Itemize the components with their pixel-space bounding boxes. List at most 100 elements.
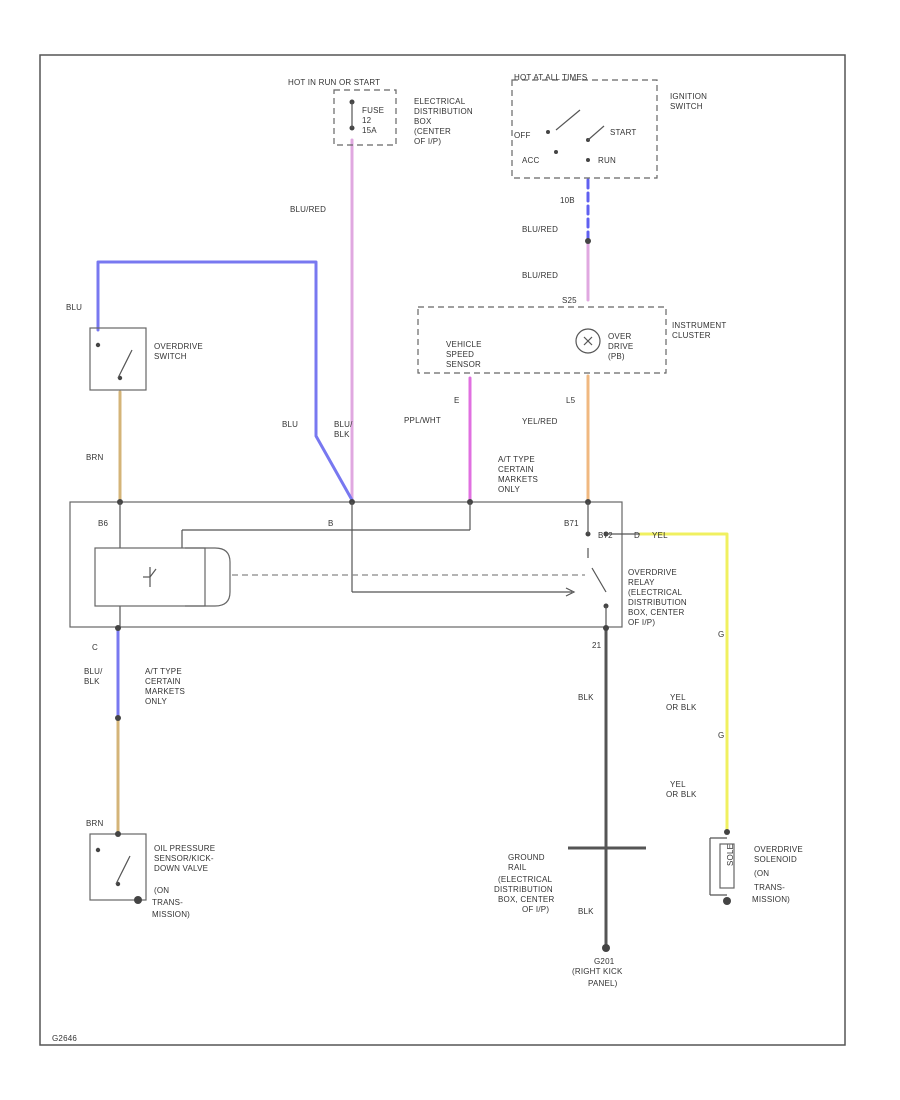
pin-c: C (92, 643, 98, 652)
wire-label-yel-1: YEL (652, 531, 668, 540)
diagram-label: CLUSTER (672, 331, 711, 340)
ground-rail: GROUND RAIL (ELECTRICAL DISTRIBUTION BOX… (494, 846, 646, 988)
market-note-upper: A/T TYPE CERTAIN MARKETS ONLY (498, 455, 538, 494)
wire-label-ppl-wht: PPL/WHT (404, 416, 441, 425)
diagram-label: OVERDRIVE (754, 845, 803, 854)
diagram-label: MARKETS (145, 687, 185, 696)
wire-label-blu-red-top: BLU/RED (290, 205, 326, 214)
diagram-label: SOLENOID (754, 855, 797, 864)
oil-pressure-sensor: BRN OIL PRESSURE SENSOR/KICK- DOWN VALVE… (86, 819, 215, 919)
diagram-label: A/T TYPE (145, 667, 182, 676)
wire-label-blu-mid: BLU (282, 420, 298, 429)
diagram-label: PANEL) (588, 979, 618, 988)
diagram-label: CERTAIN (498, 465, 534, 474)
wire-label-yel-or-blk-2b: OR BLK (666, 790, 697, 799)
diagram-label: (ELECTRICAL (498, 875, 553, 884)
diagram-label: (RIGHT KICK (572, 967, 623, 976)
diagram-label: RELAY (628, 578, 655, 587)
diagram-label: 12 (362, 116, 372, 125)
diagram-label: DISTRIBUTION (494, 885, 553, 894)
wire-label-blu-top: BLU (66, 303, 82, 312)
pin-s25: S25 (562, 296, 577, 305)
diagram-label: (ON (754, 869, 769, 878)
diagram-label: BOX (414, 117, 432, 126)
diagram-id: G2646 (52, 1034, 77, 1043)
pin-10b: 10B (560, 196, 575, 205)
wire-label-blu-blk-low-1: BLU/ (84, 667, 103, 676)
diagram-label: DOWN VALVE (154, 864, 208, 873)
diagram-label: SOLE (726, 844, 735, 866)
diagram-label: A/T TYPE (498, 455, 535, 464)
wire-blu-switch (96, 260, 354, 502)
diagram-label: VEHICLE (446, 340, 482, 349)
diagram-label: DISTRIBUTION (414, 107, 473, 116)
pin-g1: G (718, 630, 724, 639)
diagram-label: SWITCH (670, 102, 703, 111)
overdrive-switch: BLU OVERDRIVE SWITCH (66, 303, 203, 391)
diagram-label: OVERDRIVE (628, 568, 677, 577)
instrument-cluster: INSTRUMENT CLUSTER OVER DRIVE (PB) VEHIC… (417, 306, 726, 374)
diagram-label: BOX, CENTER (628, 608, 684, 617)
diagram-label: FUSE (362, 106, 384, 115)
diagram-label: TRANS- (754, 883, 785, 892)
diagram-label: MARKETS (498, 475, 538, 484)
diagram-label: ACC (522, 156, 540, 165)
diagram-label: ONLY (498, 485, 520, 494)
ignition-switch: HOT AT ALL TIMES IGNITION SWITCH OFF STA… (511, 73, 707, 179)
diagram-label: OF I/P) (522, 905, 549, 914)
overdrive-solenoid: SOLE OVERDRIVE SOLENOID (ON TRANS- MISSI… (709, 829, 803, 905)
wire-label-blk-2: BLK (578, 907, 594, 916)
diagram-label: DISTRIBUTION (628, 598, 687, 607)
diagram-label: SWITCH (154, 352, 187, 361)
diagram-label: RAIL (508, 863, 527, 872)
pin-g2: G (718, 731, 724, 740)
diagram-label: OVERDRIVE (154, 342, 203, 351)
diagram-label: (ELECTRICAL (628, 588, 683, 597)
wire-label-blu-blk-2: BLK (334, 430, 350, 439)
diagram-label: ONLY (145, 697, 167, 706)
diagram-label: OF I/P) (414, 137, 441, 146)
overdrive-relay-box: B6 B B71 B72 D YEL OVERDRIVE RELAY (ELEC… (69, 499, 687, 628)
market-note-lower: A/T TYPE CERTAIN MARKETS ONLY (145, 667, 185, 706)
wire-label-blu-blk-1: BLU/ (334, 420, 353, 429)
diagram-label: SENSOR/KICK- (154, 854, 214, 863)
wire-label-yel-red: YEL/RED (522, 417, 558, 426)
diagram-label: SPEED (446, 350, 474, 359)
diagram-label: IGNITION (670, 92, 707, 101)
diagram-label: D (634, 531, 640, 540)
diagram-label: BOX, CENTER (498, 895, 554, 904)
wire-yel (638, 532, 729, 832)
diagram-label: SENSOR (446, 360, 481, 369)
diagram-label: TRANS- (152, 898, 183, 907)
fuse-block: HOT IN RUN OR START FUSE 12 15A ELECTRIC… (288, 78, 473, 146)
diagram-label: START (610, 128, 636, 137)
diagram-label: B6 (98, 519, 109, 528)
diagram-label: CERTAIN (145, 677, 181, 686)
diagram-label: OFF (514, 131, 531, 140)
diagram-label: (CENTER (414, 127, 451, 136)
diagram-label: MISSION) (152, 910, 190, 919)
wire-label-blu-red-2: BLU/RED (522, 225, 558, 234)
diagram-label: (PB) (608, 352, 625, 361)
wire-label-yel-or-blk-1b: OR BLK (666, 703, 697, 712)
diagram-label: MISSION) (752, 895, 790, 904)
wire-label-yel-or-blk-1a: YEL (670, 693, 686, 702)
diagram-label: OF I/P) (628, 618, 655, 627)
diagram-label: ELECTRICAL (414, 97, 466, 106)
wire-label-blu-red-3: BLU/RED (522, 271, 558, 280)
wire-label-blu-blk-low-2: BLK (84, 677, 100, 686)
pin-e: E (454, 396, 460, 405)
diagram-label: B71 (564, 519, 579, 528)
diagram-label: INSTRUMENT (672, 321, 726, 330)
diagram-label: RUN (598, 156, 616, 165)
diagram-frame (39, 54, 846, 1046)
diagram-label: (ON (154, 886, 169, 895)
diagram-label: 15A (362, 126, 377, 135)
diagram-label: OIL PRESSURE (154, 844, 215, 853)
wire-label-brn-1: BRN (86, 453, 104, 462)
diagram-label: OVER (608, 332, 631, 341)
wire-label-blk-1: BLK (578, 693, 594, 702)
hot-at-all-times-label: HOT AT ALL TIMES (514, 73, 587, 82)
diagram-label: G201 (594, 957, 615, 966)
